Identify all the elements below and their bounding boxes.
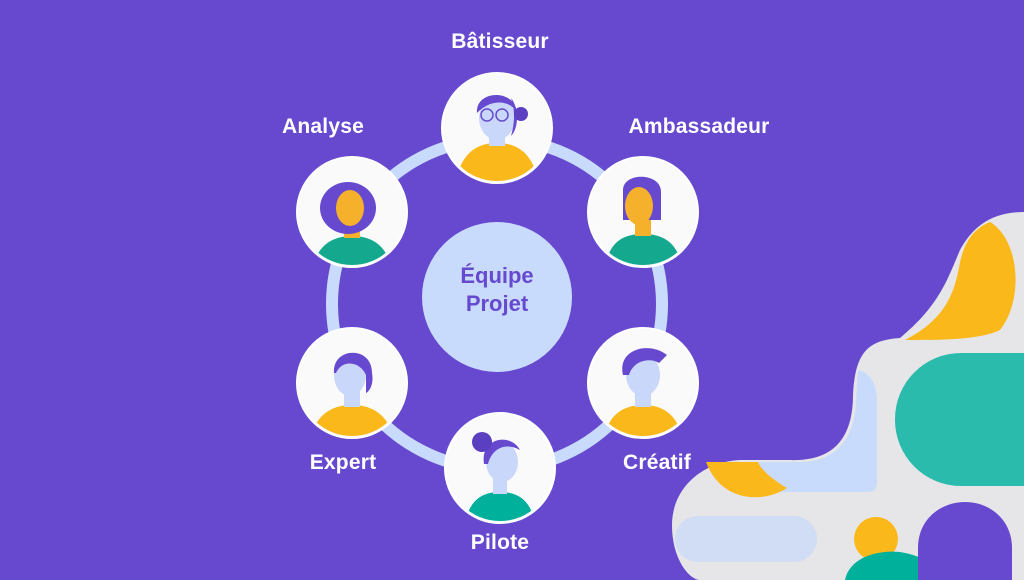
label-expert: Expert <box>309 451 377 474</box>
label-pilote: Pilote <box>470 531 530 554</box>
center-circle <box>422 222 572 372</box>
node-analyse <box>296 156 408 268</box>
node-batisseur <box>441 72 553 184</box>
node-creatif <box>587 327 699 439</box>
label-batisseur: Bâtisseur <box>451 30 549 53</box>
node-ambassadeur <box>587 156 699 268</box>
node-pilote <box>444 412 556 524</box>
node-expert <box>296 327 408 439</box>
label-ambassadeur: Ambassadeur <box>628 115 770 138</box>
label-creatif: Créatif <box>623 451 691 474</box>
label-analyse: Analyse <box>282 115 364 138</box>
center-label: Équipe Projet <box>460 262 533 318</box>
center-label-line1: Équipe <box>460 263 534 288</box>
center-label-line2: Projet <box>465 291 529 316</box>
